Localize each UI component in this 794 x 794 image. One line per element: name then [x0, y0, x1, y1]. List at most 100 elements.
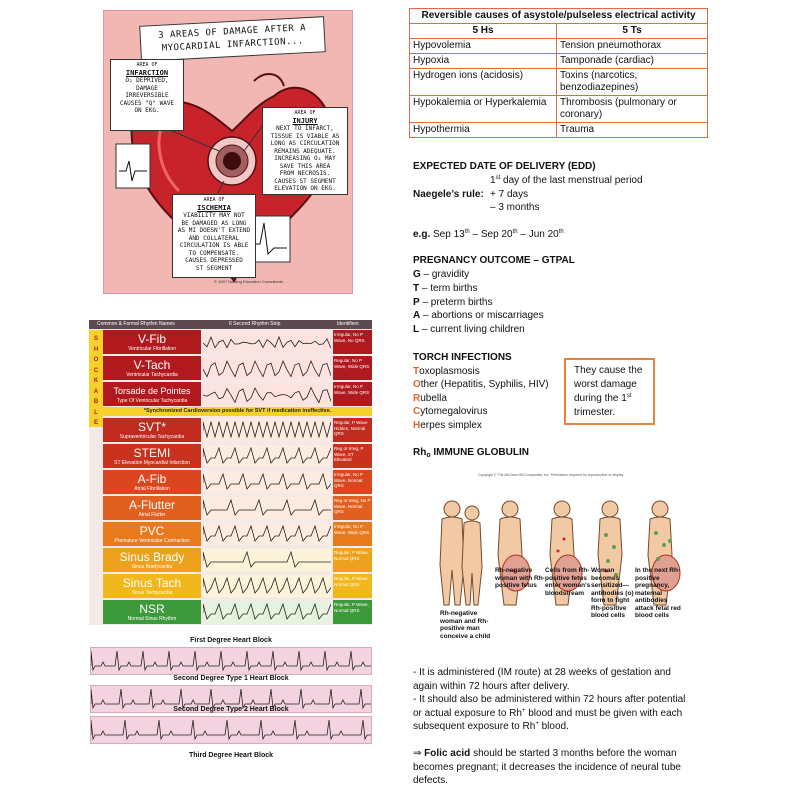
folic-acid-line3: defects.: [413, 775, 449, 786]
edd-example: e.g. Sep 13th – Sep 20th – Jun 20th: [413, 229, 564, 240]
rhythm-identifier: Irregular, No P Wave, No QRS: [333, 330, 372, 354]
rhythm-identifier: Regular, P Wave, Normal QRS: [333, 600, 372, 624]
heart-block-strip-3: [90, 716, 372, 744]
rhythm-identifier: Reg or Irreg, No P Wave, Normal QRS: [333, 496, 372, 520]
edd-heading: EXPECTED DATE OF DELIVERY (EDD): [413, 161, 596, 172]
gtpal-item: P – preterm births: [413, 297, 493, 308]
rhythm-identifier: Regular, P Wave, Normal QRS: [333, 574, 372, 598]
ischemia-note: AREA OF ISCHEMIA VIABILITY MAY NOT BE DA…: [172, 194, 256, 278]
rh-caption-1: Rh-negative woman with Rh-positive fetus: [495, 567, 545, 589]
hs-ts-table: Reversible causes of asystole/pulseless …: [409, 8, 708, 138]
rh-caption-4: In the next Rh-positive pregnancy, mater…: [635, 567, 681, 619]
rhythm-identifier: Reg or Irreg, P Wave, ST Elevated: [333, 444, 372, 468]
mi-illustration: 3 AREAS OF DAMAGE AFTER A MYOCARDIAL INF…: [103, 10, 353, 294]
torch-heading: TORCH INFECTIONS: [413, 352, 512, 363]
gtpal-item: G – gravidity: [413, 269, 470, 280]
heart-block-label-2: Second Degree Type 1 Heart Block: [173, 675, 289, 682]
rhythm-identifier: Irregular, No P Wave, Normal QRS: [333, 470, 372, 494]
edd-line1: 1st day of the last menstrual period: [490, 175, 643, 186]
rhythm-identifier: Irregular, No P Wave, Wide QRS: [333, 382, 372, 406]
rhythm-chart: Common & Formal Rhythm Names 6 Second Rh…: [89, 320, 372, 625]
torch-item: Rubella: [413, 393, 447, 404]
edd-line3: – 3 months: [490, 202, 540, 213]
rh-copyright: Copyright © The McGraw-Hill Companies, I…: [478, 473, 625, 477]
rhythm-strip: [202, 497, 331, 519]
rhogam-p1: - It is administered (IM route) at 28 we…: [413, 667, 671, 678]
rhythm-strip: [202, 383, 332, 405]
rhythm-strip: [202, 523, 332, 545]
gtpal-item: A – abortions or miscarriages: [413, 310, 544, 321]
rhogam-p2: - It should also be administered within …: [413, 694, 686, 705]
heart-block-label-4: Third Degree Heart Block: [188, 752, 274, 759]
rhogam-p2b: or actual exposure to Rh+ blood and must…: [413, 708, 683, 719]
heart-block-label-1: First Degree Heart Block: [190, 637, 272, 644]
torch-note-box: They cause the worst damage during the 1…: [564, 358, 655, 425]
rhythm-identifier: Regular, P Wave Hidden, Normal QRS: [333, 418, 372, 442]
torch-item: Herpes simplex: [413, 420, 482, 431]
rhythm-strip: [202, 575, 332, 597]
rhythm-identifier: Regular, No P Wave, Wide QRS: [333, 356, 372, 380]
rh-caption-3: Woman becomes sensitized— antibodies (o)…: [591, 567, 634, 619]
rhythm-strip: [202, 419, 332, 441]
rhythm-strip: [202, 549, 331, 571]
rhythm-strip: [202, 601, 332, 623]
injury-note: AREA OF INJURY NEXT TO INFARCT, TISSUE I…: [262, 107, 348, 195]
gtpal-item: L – current living children: [413, 324, 525, 335]
gtpal-item: T – term births: [413, 283, 478, 294]
rhythm-strip: [202, 331, 332, 353]
arrow-icon: ⇒: [413, 748, 422, 759]
table-row: Hydrogen ions (acidosis)Toxins (narcotic…: [409, 68, 708, 96]
rh-sensitization-figure: [439, 500, 681, 606]
torch-item: Other (Hepatitis, Syphilis, HIV): [413, 379, 549, 390]
rhogam-heading: Rho IMMUNE GLOBULIN: [413, 447, 529, 459]
col-ts: 5 Ts: [556, 23, 708, 39]
sync-note: *Synchronized Cardioversion possible for…: [103, 407, 372, 416]
naegele-label: Naegele’s rule:: [413, 189, 484, 200]
rhythm-strip: [202, 357, 332, 379]
gtpal-heading: PREGNANCY OUTCOME – GTPAL: [413, 255, 575, 266]
rhythm-name: SVT*Supraventricular Tachycardia: [103, 418, 201, 442]
mi-footer: © 1997 Nursing Education Consultants: [214, 279, 283, 284]
heart-block-strip-1: [90, 647, 372, 675]
folic-acid-line1: ⇒ Folic acid should be started 3 months …: [413, 748, 677, 759]
rhythm-header: Common & Formal Rhythm Names 6 Second Rh…: [89, 320, 372, 329]
rhythm-row: SVT*Supraventricular Tachycardia Regular,…: [103, 418, 372, 442]
rhogam-p1b: again within 72 hours after delivery.: [413, 681, 570, 692]
infarction-note: AREA OF INFARCTION O₂ DEPRIVED, DAMAGE I…: [110, 59, 184, 131]
table-title: Reversible causes of asystole/pulseless …: [409, 8, 708, 24]
edd-line2: + 7 days: [490, 189, 529, 200]
torch-item: Toxoplasmosis: [413, 366, 480, 377]
rhythm-strip: [202, 445, 332, 467]
col-hs: 5 Hs: [409, 23, 557, 39]
rhythm-strip: [202, 471, 332, 493]
rhogam-p3: subsequent exposure to Rh+ blood.: [413, 721, 569, 732]
heart-block-label-3: Second Degree Type 2 Heart Block: [173, 706, 289, 713]
folic-acid-line2: becomes pregnant; it decreases the incid…: [413, 762, 681, 773]
rh-caption-2: Cells from Rh-positive fetus enter woman…: [545, 567, 591, 597]
rh-caption-5: Rh-negative woman and Rh-positive man co…: [440, 610, 491, 640]
rhythm-identifier: Regular, P Wave, Normal QRS: [333, 548, 372, 572]
